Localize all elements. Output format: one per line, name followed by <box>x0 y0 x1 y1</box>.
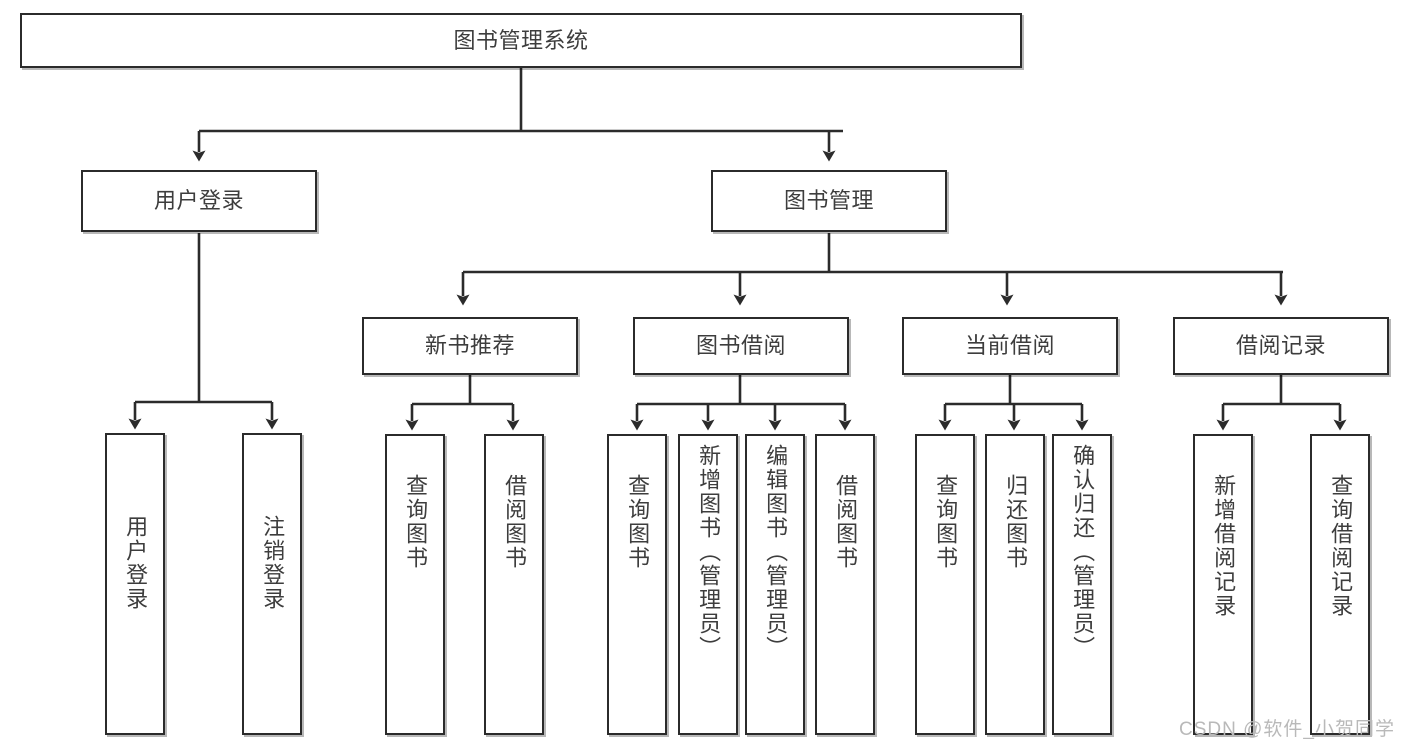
node-current-borrow[interactable]: 当前借阅 <box>902 317 1118 375</box>
leaf-borrow-record-query-label: 查询借阅记录 <box>1328 474 1354 618</box>
leaf-current-borrow-query-label: 查询图书 <box>933 474 959 570</box>
leaf-book-borrow-query-label: 查询图书 <box>625 474 651 570</box>
leaf-book-borrow-query[interactable]: 查询图书 <box>607 434 667 735</box>
leaf-current-borrow-return[interactable]: 归还图书 <box>985 434 1045 735</box>
node-root[interactable]: 图书管理系统 <box>20 13 1022 68</box>
leaf-book-borrow-edit-label: 编辑图书（管理员） <box>763 444 789 660</box>
leaf-current-borrow-query[interactable]: 查询图书 <box>915 434 975 735</box>
node-book-borrow[interactable]: 图书借阅 <box>633 317 849 375</box>
leaf-user-login-signin-label: 用户登录 <box>123 515 149 611</box>
node-new-book-recommend[interactable]: 新书推荐 <box>362 317 578 375</box>
node-book-management[interactable]: 图书管理 <box>711 170 947 232</box>
node-book-borrow-label: 图书借阅 <box>695 333 786 359</box>
leaf-current-borrow-confirm[interactable]: 确认归还（管理员） <box>1052 434 1112 735</box>
leaf-book-borrow-add-label: 新增图书（管理员） <box>696 444 722 660</box>
node-user-login-label: 用户登录 <box>153 188 244 214</box>
node-new-book-recommend-label: 新书推荐 <box>424 333 515 359</box>
leaf-user-login-signout-label: 注销登录 <box>260 515 286 611</box>
leaf-user-login-signout[interactable]: 注销登录 <box>242 433 302 735</box>
leaf-new-book-borrow[interactable]: 借阅图书 <box>484 434 544 735</box>
leaf-current-borrow-return-label: 归还图书 <box>1003 474 1029 570</box>
leaf-borrow-record-add-label: 新增借阅记录 <box>1211 474 1237 618</box>
leaf-book-borrow-edit[interactable]: 编辑图书（管理员） <box>745 434 805 735</box>
leaf-book-borrow-add[interactable]: 新增图书（管理员） <box>678 434 738 735</box>
leaf-new-book-query-label: 查询图书 <box>403 474 429 570</box>
leaf-new-book-borrow-label: 借阅图书 <box>502 474 528 570</box>
node-borrow-record-label: 借阅记录 <box>1235 333 1326 359</box>
node-current-borrow-label: 当前借阅 <box>964 333 1055 359</box>
watermark: CSDN @软件_小贺同学 <box>1179 719 1395 740</box>
leaf-book-borrow-borrow[interactable]: 借阅图书 <box>815 434 875 735</box>
leaf-borrow-record-add[interactable]: 新增借阅记录 <box>1193 434 1253 735</box>
leaf-book-borrow-borrow-label: 借阅图书 <box>833 474 859 570</box>
node-borrow-record[interactable]: 借阅记录 <box>1173 317 1389 375</box>
leaf-current-borrow-confirm-label: 确认归还（管理员） <box>1070 444 1096 660</box>
node-root-label: 图书管理系统 <box>453 27 589 53</box>
leaf-user-login-signin[interactable]: 用户登录 <box>105 433 165 735</box>
leaf-borrow-record-query[interactable]: 查询借阅记录 <box>1310 434 1370 735</box>
node-book-management-label: 图书管理 <box>783 188 874 214</box>
node-user-login[interactable]: 用户登录 <box>81 170 317 232</box>
leaf-new-book-query[interactable]: 查询图书 <box>385 434 445 735</box>
